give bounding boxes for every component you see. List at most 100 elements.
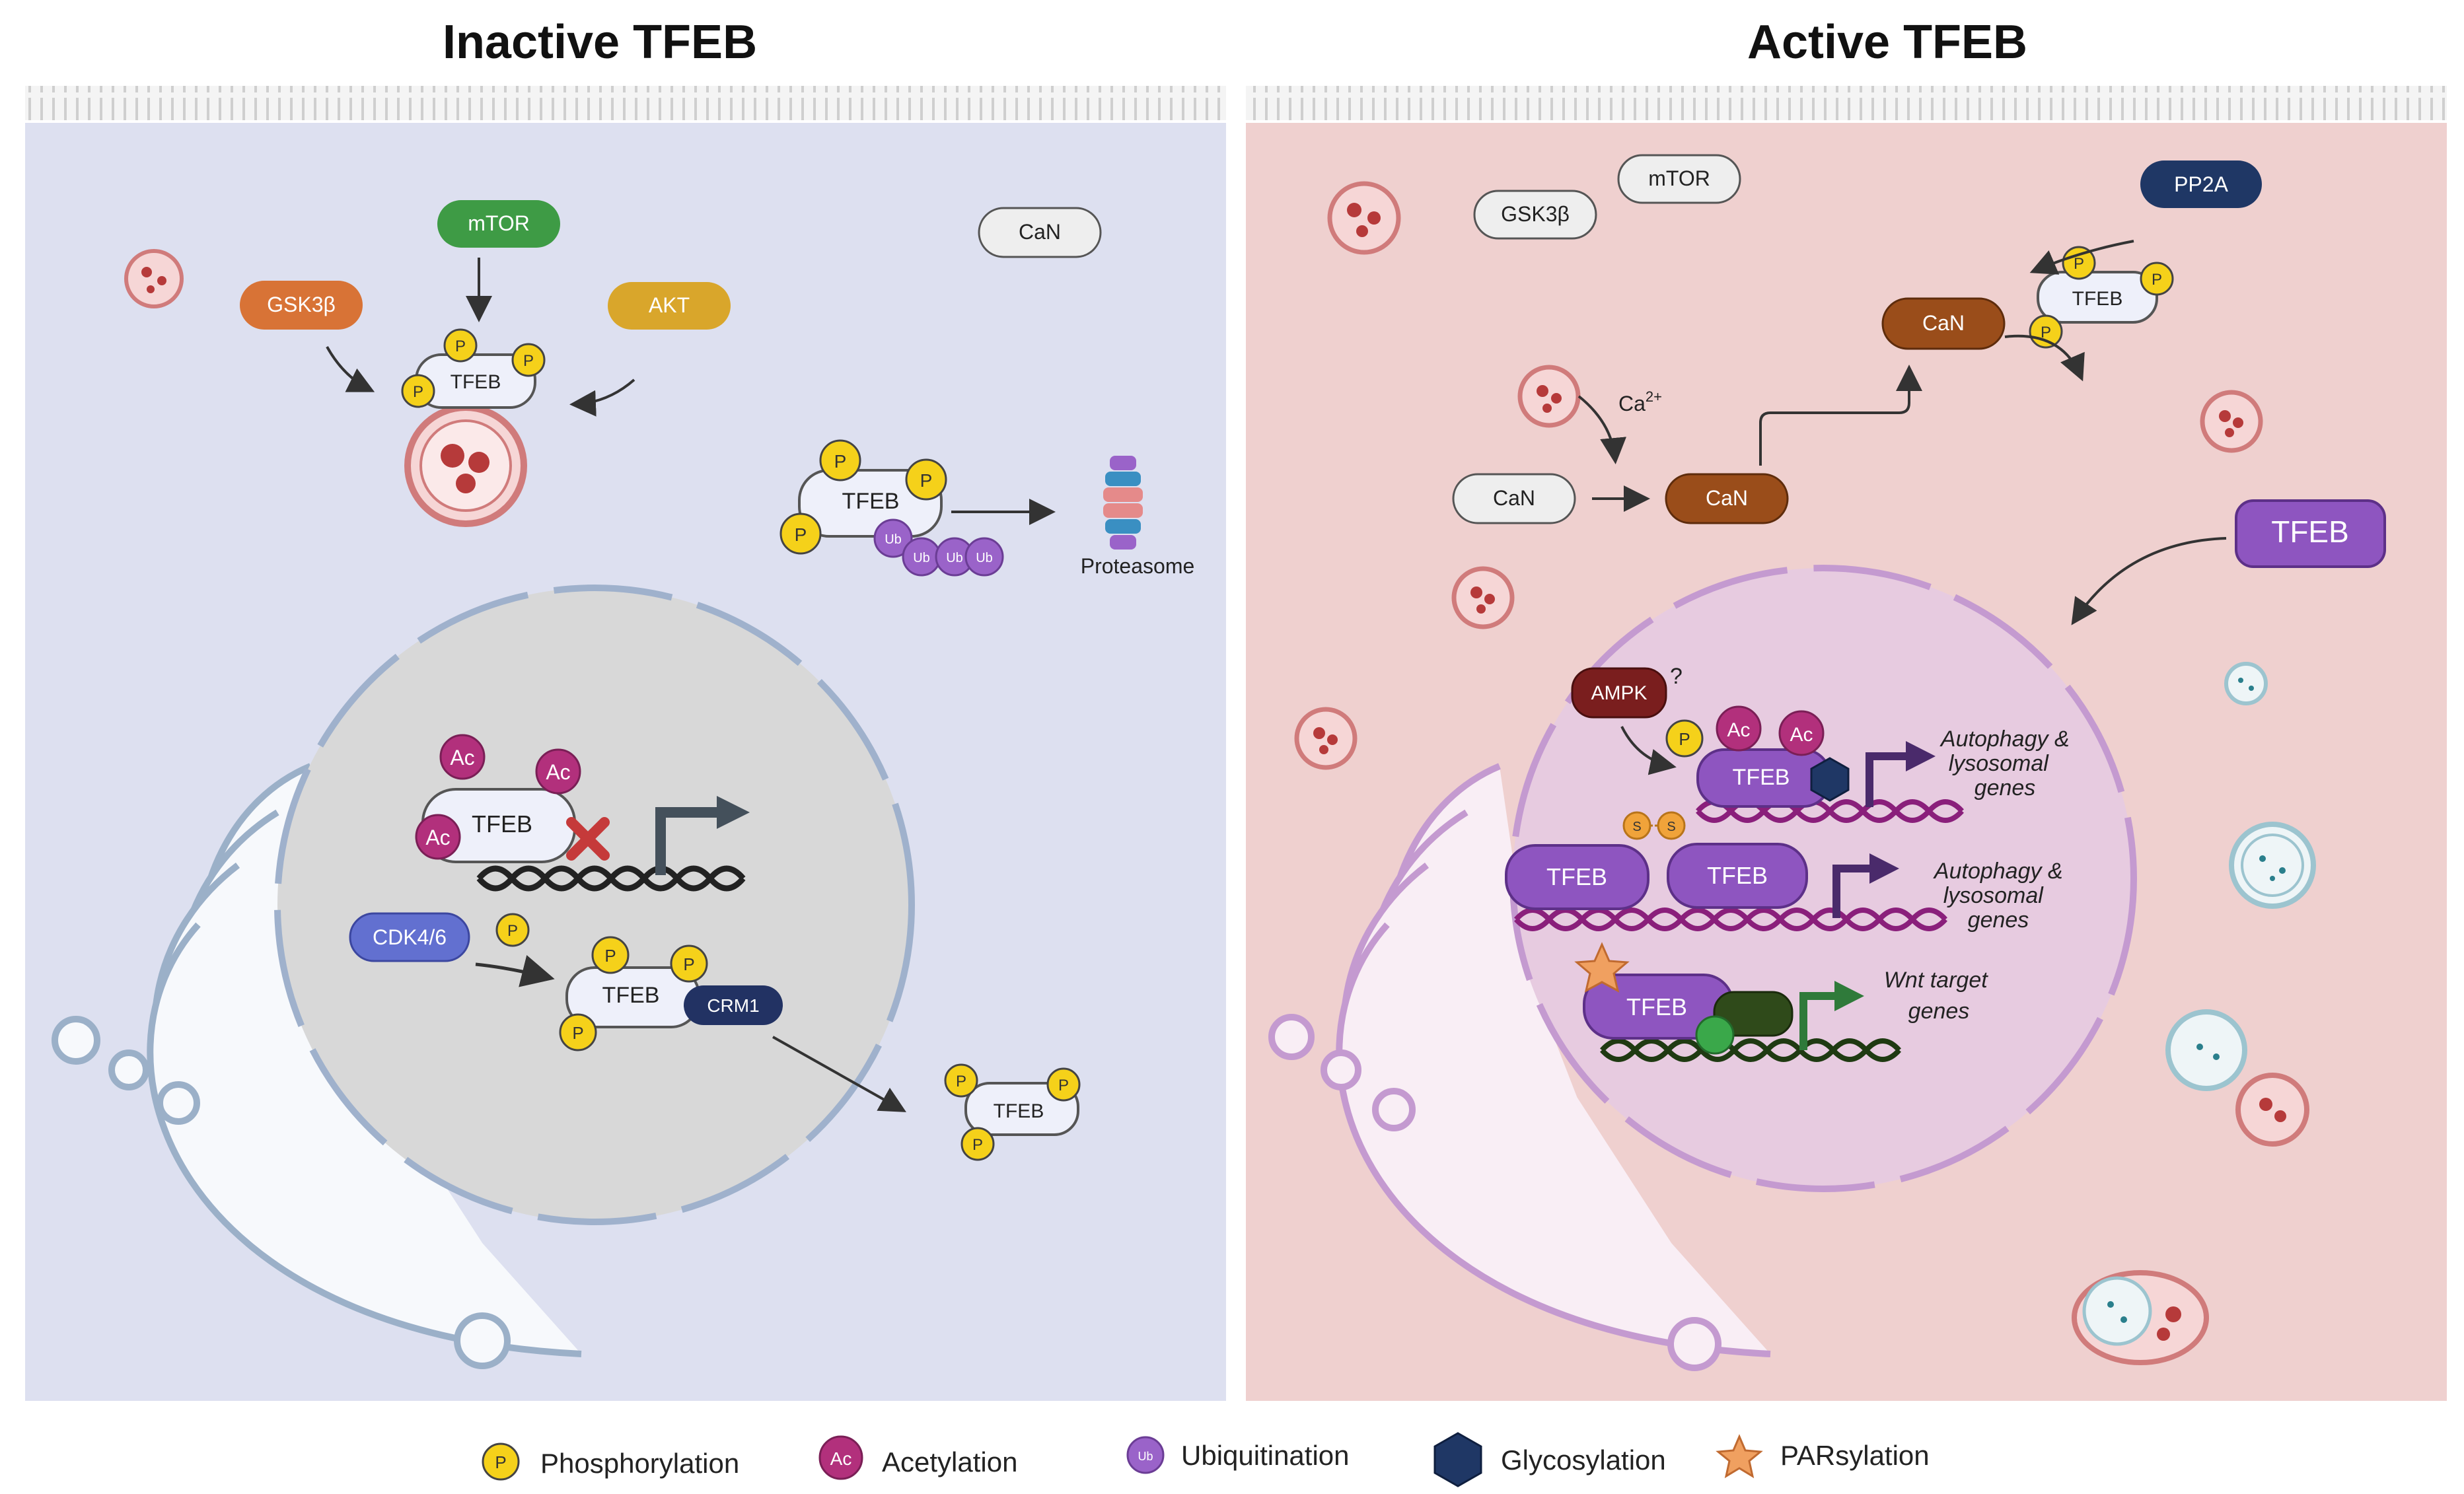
svg-text:TFEB: TFEB xyxy=(2072,288,2123,310)
svg-text:TFEB: TFEB xyxy=(1546,863,1607,890)
left-panel-title: Inactive TFEB xyxy=(443,16,757,69)
legend-label: PARsylation xyxy=(1780,1440,1930,1471)
svg-text:mTOR: mTOR xyxy=(468,211,530,235)
svg-text:TFEB: TFEB xyxy=(1733,765,1790,790)
parsylation-star xyxy=(1574,942,1630,993)
svg-text:S: S xyxy=(1632,820,1641,834)
svg-text:TFEB: TFEB xyxy=(2271,515,2349,549)
transcription-arrow-2 xyxy=(1832,865,1873,918)
svg-text:AMPK: AMPK xyxy=(1591,682,1647,704)
lysosome-large-left xyxy=(404,404,527,527)
svg-text:Ub: Ub xyxy=(946,551,963,565)
pp2a-badge: PP2A xyxy=(2140,160,2262,208)
svg-text:P: P xyxy=(523,352,534,370)
legend: P Phosphorylation Ac Acetylation Ub Ubiq… xyxy=(482,1432,1930,1487)
svg-text:P: P xyxy=(972,1136,983,1154)
genes-label-1: Autophagy & lysosomal genes xyxy=(1939,727,2076,800)
acetyl-dot: Ac xyxy=(415,814,461,860)
svg-text:CaN: CaN xyxy=(1019,220,1061,244)
proteasome-label: Proteasome xyxy=(1081,554,1195,578)
acetylation-icon: Ac xyxy=(818,1435,863,1480)
inhibition-cross-icon xyxy=(566,817,610,861)
svg-text:GSK3β: GSK3β xyxy=(267,293,336,316)
phospho-dot: P xyxy=(2140,262,2174,296)
akt-badge-left: AKT xyxy=(608,282,731,330)
glycosylation-icon xyxy=(1433,1432,1482,1487)
can-inactive-badge: CaN xyxy=(1452,473,1576,524)
can-active-badge: CaN xyxy=(1665,473,1789,524)
lysosome-right xyxy=(1517,365,1581,428)
disulfide-dot: S xyxy=(1657,811,1686,840)
blocked-transcription-arrow xyxy=(655,807,720,875)
svg-text:P: P xyxy=(795,524,807,545)
svg-text:P: P xyxy=(572,1023,583,1043)
svg-text:TFEB: TFEB xyxy=(1707,862,1768,889)
svg-text:Ub: Ub xyxy=(913,551,930,565)
arrow-pp2a-dephos xyxy=(2029,240,2134,275)
svg-text:Ac: Ac xyxy=(830,1448,852,1469)
acetyl-dot: Ac xyxy=(1778,710,1825,756)
tfeb-ubiquitinated: TFEB xyxy=(798,469,943,538)
svg-text:Ac: Ac xyxy=(450,746,474,769)
svg-text:Ac: Ac xyxy=(1790,724,1813,746)
svg-text:Ub: Ub xyxy=(976,551,993,565)
blocked-transcription-arrowhead xyxy=(717,796,750,829)
svg-text:P: P xyxy=(1679,729,1690,749)
ubiquitin-dot: Ub xyxy=(935,537,974,577)
phospho-dot: P xyxy=(670,944,708,983)
phospho-dot: P xyxy=(443,328,478,363)
lysosome-right xyxy=(2200,390,2263,453)
tfeb-dimer-right: TFEB xyxy=(1667,843,1808,909)
arrow-nuclear-export xyxy=(772,1036,906,1112)
ubiquitination-icon: Ub xyxy=(1126,1436,1165,1474)
svg-text:Ac: Ac xyxy=(425,826,450,849)
right-membrane xyxy=(1246,86,2447,120)
right-panel-title: Active TFEB xyxy=(1747,16,2027,69)
tfeb-acetylated: TFEB xyxy=(421,788,576,863)
transcription-arrow-3 xyxy=(1799,992,1838,1050)
tfeb-dimer-left: TFEB xyxy=(1505,844,1649,910)
svg-text:AKT: AKT xyxy=(649,293,690,317)
svg-text:Ac: Ac xyxy=(546,760,570,784)
tfeb-active-cytosolic: TFEB xyxy=(2235,499,2386,568)
svg-text:P: P xyxy=(1058,1077,1069,1094)
can-badge-left: CaN xyxy=(978,207,1102,258)
arrow-can-dephos xyxy=(2004,334,2085,382)
acetyl-dot: Ac xyxy=(1716,705,1762,752)
ubiquitin-dot: Ub xyxy=(964,537,1004,577)
ubiquitin-dot: Ub xyxy=(873,518,913,558)
svg-text:Ub: Ub xyxy=(1138,1450,1153,1463)
autophagosome xyxy=(2229,822,2316,909)
glycosylation-hexagon xyxy=(1810,757,1850,802)
svg-text:Ub: Ub xyxy=(885,532,902,547)
tfeb-dephosphorylation: TFEB xyxy=(2037,271,2158,324)
arrow-can-to-top xyxy=(1759,365,1922,466)
gsk3b-badge-left: GSK3β xyxy=(240,281,363,330)
svg-text:TFEB: TFEB xyxy=(472,810,532,837)
phospho-dot: P xyxy=(401,374,435,408)
phospho-dot: P xyxy=(591,936,630,974)
dna-right-2 xyxy=(1514,907,1947,931)
phospho-dot: P xyxy=(944,1063,978,1098)
svg-text:CaN: CaN xyxy=(1706,486,1748,510)
svg-text:Ac: Ac xyxy=(1727,719,1750,741)
svg-text:TFEB: TFEB xyxy=(602,983,660,1008)
arrow-akt-to-tfeb xyxy=(569,378,635,417)
acetyl-dot: Ac xyxy=(439,734,486,780)
lysosome-right xyxy=(1294,707,1358,770)
svg-text:TFEB: TFEB xyxy=(994,1100,1044,1122)
genes-label-wnt: Wnt target genes xyxy=(1884,968,1994,1024)
svg-text:P: P xyxy=(834,451,847,472)
legend-label: Ubiquitination xyxy=(1181,1440,1350,1471)
phospho-dot: P xyxy=(559,1013,597,1051)
proteasome-icon xyxy=(1103,456,1143,550)
autophagosome-small xyxy=(2224,662,2268,705)
arrow-ampk-to-tfeb xyxy=(1620,726,1677,775)
golgi-apparatus-right xyxy=(1268,763,1771,1371)
svg-text:PP2A: PP2A xyxy=(2174,172,2228,196)
tfeb-acetylated-active: TFEB xyxy=(1696,748,1831,808)
calcium-label: Ca2+ xyxy=(1618,388,1662,415)
svg-text:mTOR: mTOR xyxy=(1648,166,1710,190)
wnt-cofactor xyxy=(1695,991,1794,1055)
